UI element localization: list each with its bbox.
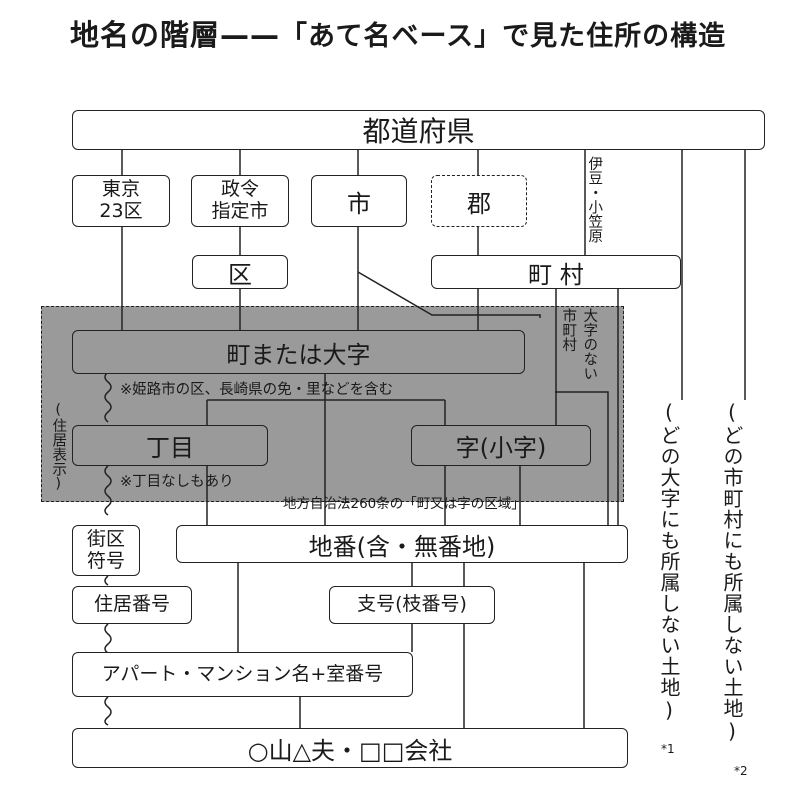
- no-choume-note: ※丁目なしもあり: [120, 474, 234, 490]
- town-or-oaza-box: 町または大字: [72, 330, 525, 374]
- county-box: 郡: [431, 175, 527, 227]
- footnote-2-marker: *2: [734, 764, 748, 778]
- aza-box: 字(小字): [411, 425, 591, 466]
- title-main: 地名の階層: [70, 18, 221, 52]
- no-city-land-label: (どの市町村にも所属しない土地): [720, 400, 744, 744]
- apartment-room-box: アパート・マンション名+室番号: [72, 652, 413, 697]
- designated-city-box: 政令 指定市: [191, 175, 289, 227]
- diagram-title: 地名の階層——「あて名ベース」で見た住所の構造: [70, 12, 790, 54]
- prefecture-box: 都道府県: [72, 110, 765, 150]
- choume-box: 丁目: [72, 425, 268, 466]
- addressee-name-box: ○山△夫・□□会社: [72, 728, 628, 768]
- footnote-1-marker: *1: [661, 742, 675, 756]
- block-code-box: 街区 符号: [72, 525, 140, 576]
- no-oaza-land-label: (どの大字にも所属しない土地): [657, 400, 681, 723]
- local-autonomy-act-note: 地方自治法260条の「町又は字の区域」: [283, 496, 525, 512]
- title-dash: ——: [220, 18, 281, 52]
- sub-number-box: 支号(枝番号): [329, 586, 495, 624]
- no-oaza-label: 大字のない: [581, 308, 598, 381]
- izu-ogasawara-label: 伊豆・小笠原: [586, 156, 603, 243]
- lot-number-box: 地番(含・無番地): [176, 525, 628, 563]
- residence-number-box: 住居番号: [72, 586, 192, 624]
- himeji-note: ※姫路市の区、長崎県の免・里などを含む: [120, 382, 394, 398]
- town-village-box: 町 村: [431, 255, 681, 289]
- title-subtitle: 「あて名ベース」で見た住所の構造: [280, 21, 727, 52]
- residence-indication-label: (住居表示): [50, 402, 67, 492]
- ward-box: 区: [192, 255, 288, 289]
- city-box: 市: [311, 175, 407, 227]
- tokyo-23-wards-box: 東京 23区: [72, 175, 170, 227]
- shichoson-label: 市町村: [560, 308, 577, 352]
